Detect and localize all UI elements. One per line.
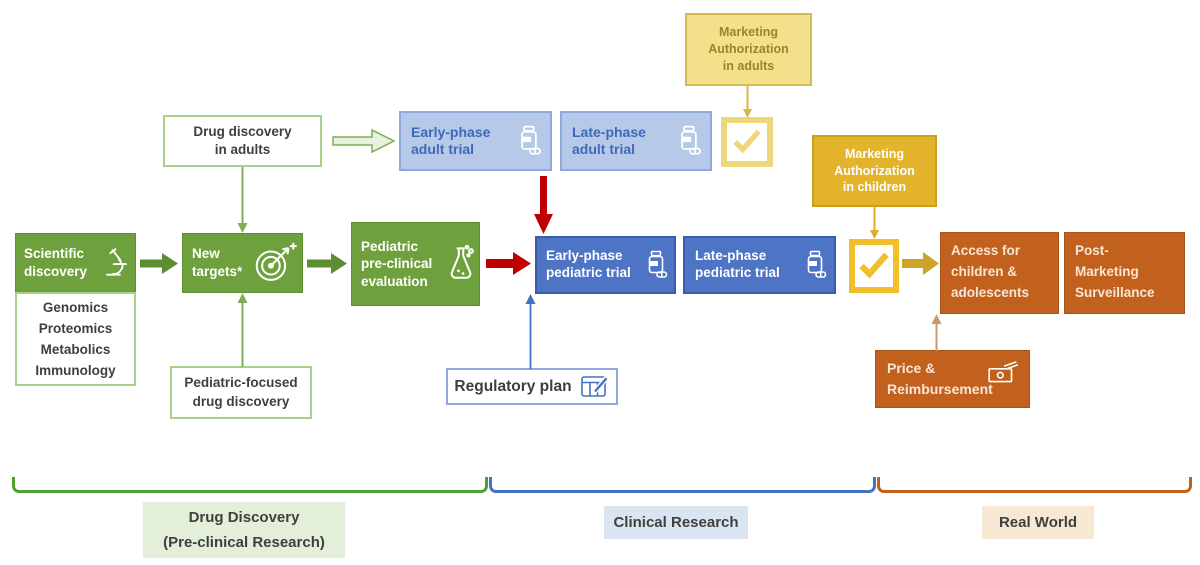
price-reimbursement-box: Price & Reimbursement [875,350,1030,408]
early-phase-adult-trial-box: Early-phase adult trial [399,111,552,171]
drug-discovery-phase-bracket [12,477,488,493]
post-marketing-surveillance-box: Post- Marketing Surveillance [1064,232,1185,314]
marketing-authorization-children-box: Marketing Authorization in children [812,135,937,207]
discovery-fields-box: Genomics Proteomics Metabolics Immunolog… [15,292,136,386]
label-line: Real World [998,514,1078,531]
label-line: pre-clinical [361,256,433,272]
label-line: Early-phase [546,248,623,264]
early-pediatric-trial-label: Early-phase pediatric trial [546,248,644,282]
new-targets-label: New targets* [192,245,250,280]
label-line: adult trial [411,141,475,157]
label-line: Scientific [24,246,85,262]
discovery-field: Metabolics [40,342,111,357]
label-line: Marketing [1075,263,1139,279]
pill-bottle-icon [807,250,827,278]
clinical-research-phase-bracket [489,477,876,493]
connector-price-to-access-up [931,314,942,351]
checkbox-check-icon [733,129,761,154]
connector-ma-children-to-checkbox [870,207,879,239]
children-authorization-checkbox [849,239,899,293]
microscope-icon [106,248,127,276]
label-line: in adults [722,58,775,73]
label-line: Drug Discovery [188,509,300,526]
label-line: Access for [951,243,1021,258]
label-line: Late-phase [572,123,646,140]
money-icon [988,361,1019,383]
marketing-authorization-adults-box: Marketing Authorization in adults [685,13,812,86]
connector-adults-discovery-down [237,167,248,233]
label-line: targets* [192,264,243,279]
discovery-field: Immunology [35,363,116,378]
label-line: adult trial [572,141,636,157]
label-line: Marketing [718,25,779,40]
label-line: pediatric trial [695,265,780,280]
label-line: pediatric trial [546,265,631,280]
pill-bottle-icon [681,125,701,155]
label-line: discovery [24,264,88,279]
label-line: drug discovery [192,393,290,409]
late-pediatric-trial-label: Late-phase pediatric trial [695,248,803,282]
label-line: Post- [1075,243,1109,258]
label-line: Marketing [844,146,905,161]
regulatory-plan-box: Regulatory plan [446,368,618,405]
label-line: Drug discovery [193,123,292,139]
label-line: Clinical Research [613,514,739,531]
label-line: Pediatric-focused [184,375,298,391]
discovery-field: Genomics [42,300,109,315]
real-world-phase-label: Real World [982,506,1094,539]
connector-regulatory-plan-up [525,294,536,369]
label-line: Late-phase [695,248,767,264]
arrow-adult-trial-down-to-pediatric [534,176,553,234]
pediatric-preclinical-label: Pediatric pre-clinical evaluation [361,238,446,291]
late-adult-trial-label: Late-phase adult trial [572,124,676,159]
label-line: adolescents [951,284,1030,300]
label-line: (Pre-clinical Research) [163,534,325,551]
flask-icon [450,244,474,279]
real-world-phase-bracket [877,477,1192,493]
access-children-adolescents-box: Access for children & adolescents [940,232,1059,314]
arrow-discovery-to-targets [140,253,178,274]
clinical-research-phase-label: Clinical Research [604,506,748,539]
pill-bottle-icon [648,250,668,278]
early-phase-pediatric-trial-box: Early-phase pediatric trial [535,236,676,294]
late-phase-adult-trial-box: Late-phase adult trial [560,111,712,171]
regulatory-plan-label: Regulatory plan [454,377,572,395]
checkbox-check-icon [859,252,889,279]
arrow-preclinical-to-pediatric-trial [486,252,531,275]
scientific-discovery-label: Scientific discovery [24,245,101,280]
label-line: Early-phase [411,123,491,140]
label-line: Pediatric [361,238,419,254]
label-line: Surveillance [1075,284,1155,300]
label-line: evaluation [361,273,428,289]
document-pencil-icon [580,375,609,397]
label-line: in children [842,180,907,195]
early-adult-trial-label: Early-phase adult trial [411,124,516,159]
discovery-field: Proteomics [38,321,113,336]
pediatric-preclinical-evaluation-box: Pediatric pre-clinical evaluation [351,222,480,306]
drug-discovery-phase-label: Drug Discovery (Pre-clinical Research) [143,502,345,558]
connector-pediatric-focused-up [237,293,248,367]
adult-authorization-checkbox [721,117,773,167]
arrow-adult-discovery-to-trial [332,128,396,154]
label-line: children & [951,263,1018,279]
connector-ma-adults-to-checkbox [743,86,752,118]
pill-bottle-icon [521,125,541,155]
pediatric-focused-drug-discovery-box: Pediatric-focused drug discovery [170,366,312,419]
arrow-targets-to-preclinical [307,253,347,274]
label-line: Authorization [834,163,915,178]
arrow-checkbox-to-access [902,252,939,275]
label-line: Authorization [708,42,789,57]
label-line: New [192,246,220,262]
label-line: Reimbursement [887,381,993,397]
late-phase-pediatric-trial-box: Late-phase pediatric trial [683,236,836,294]
label-line: in adults [214,142,271,157]
scientific-discovery-box: Scientific discovery [15,233,136,293]
label-line: Price & [887,360,936,376]
target-dart-icon [255,242,297,281]
new-targets-box: New targets* [182,233,303,293]
drug-discovery-in-adults-box: Drug discovery in adults [163,115,322,167]
